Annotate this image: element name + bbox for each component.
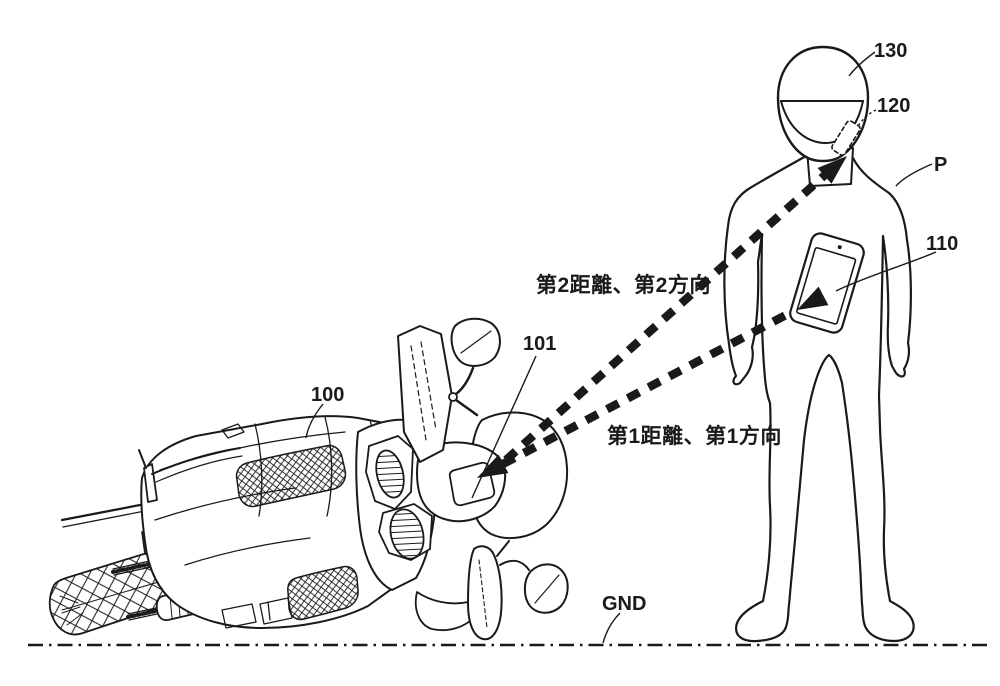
mirror-hanging-links (496, 540, 530, 571)
leader-100 (305, 403, 324, 439)
person-illustration (723, 45, 915, 643)
headlight-lower (389, 508, 425, 560)
helmet (776, 45, 870, 163)
label-ground-GND: GND (602, 593, 646, 615)
mirror-hanging-arm (467, 545, 503, 641)
motorcycle-illustration (48, 317, 569, 641)
leader-130 (848, 51, 876, 77)
arrow-line-first (501, 311, 788, 468)
annotation-second-distance: 第2距離、第2方向 (536, 273, 711, 297)
label-person-P: P (934, 154, 947, 176)
label-helmet-device-120: 120 (877, 95, 910, 117)
windshield (397, 325, 453, 463)
leader-120 (857, 109, 877, 127)
lower-flap (414, 591, 478, 631)
label-unit-101: 101 (523, 333, 556, 355)
arrowhead-helmet (817, 156, 847, 184)
arrow-line-second (503, 170, 829, 464)
mirror-hanging-head (523, 563, 569, 614)
tread-patch-upper (235, 444, 347, 508)
leader-lines (305, 51, 937, 644)
person-silhouette (723, 154, 915, 643)
arrowhead-motorcycle (477, 454, 509, 478)
smartphone-camera (837, 245, 842, 250)
windshield-dashes (410, 341, 437, 441)
leader-110 (835, 251, 937, 292)
mirror-hanging-head-line (534, 574, 560, 604)
helmet-visor-arc (780, 100, 864, 144)
leader-P (895, 163, 933, 187)
labels: 130 120 P 110 101 100 GND 第2距離、第2方向 第1距離… (311, 40, 958, 615)
arrowhead-phone (797, 286, 829, 310)
annotation-first-distance: 第1距離、第1方向 (607, 424, 782, 448)
rear-tire-tip-lines (59, 595, 84, 626)
lever (143, 463, 158, 503)
mirror-upper-stalk (454, 366, 479, 417)
label-smartphone-110: 110 (926, 233, 958, 255)
tread-patch-lower (287, 565, 359, 621)
measurement-arrows (477, 156, 847, 478)
helmet-device-120 (831, 120, 861, 156)
lever-stick (138, 449, 147, 469)
grab-bar (151, 447, 241, 475)
grab-bar-inner (155, 455, 243, 483)
leader-GND (602, 612, 621, 644)
mirror-joint (448, 392, 458, 402)
mirror-upper-face-line (460, 330, 492, 354)
mirror-hanging-dash (478, 559, 488, 629)
leader-101 (471, 355, 537, 499)
label-motorcycle-100: 100 (311, 384, 344, 406)
headlight-upper (375, 449, 405, 499)
label-helmet-130: 130 (874, 40, 907, 62)
